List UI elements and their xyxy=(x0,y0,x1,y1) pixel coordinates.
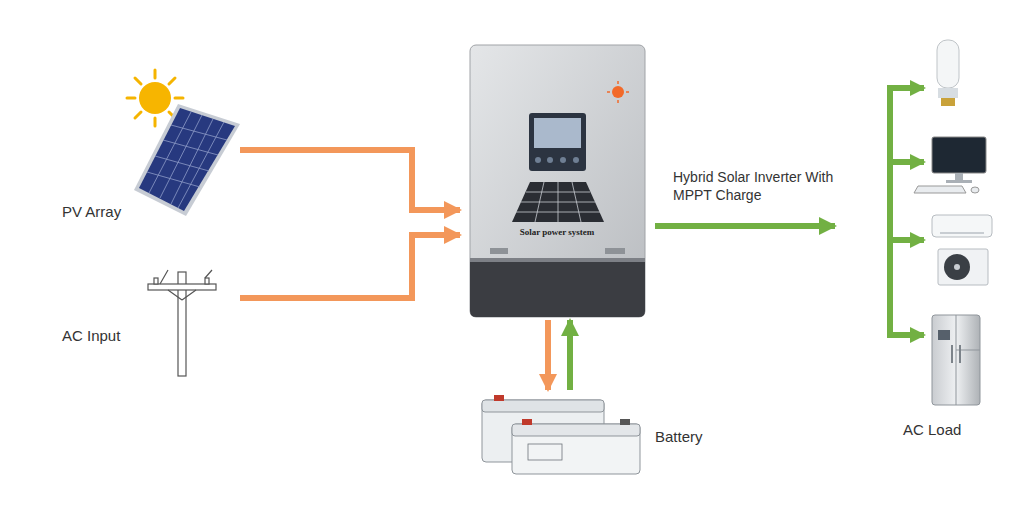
inverter-node: Solar power system xyxy=(460,45,655,320)
charge-arrow xyxy=(545,320,551,390)
node-label: AC Input xyxy=(62,327,120,345)
inverter-device xyxy=(470,45,645,317)
ac-load-node: AC Load xyxy=(835,30,1015,450)
node-label: Battery xyxy=(655,428,703,446)
pv-array-node: PV Array xyxy=(55,70,240,230)
pv-arrow xyxy=(240,150,460,210)
utility-pole xyxy=(148,270,216,376)
bulb-icon xyxy=(937,40,959,106)
solar-panel xyxy=(134,104,240,216)
edge-label: Hybrid Solar Inverter With MPPT Charge xyxy=(673,168,848,204)
node-label: PV Array xyxy=(62,203,121,221)
discharge-arrow xyxy=(567,320,573,390)
fridge-icon xyxy=(932,315,980,405)
ac-arrow xyxy=(240,235,460,298)
load-bus xyxy=(887,85,924,338)
ac-input-node: AC Input xyxy=(55,255,240,380)
battery-node: Battery xyxy=(470,390,725,475)
battery-pack xyxy=(482,395,640,474)
air-conditioner-icon xyxy=(932,215,992,285)
node-label: Solar power system xyxy=(497,227,617,237)
output-arrow xyxy=(655,223,835,229)
node-label: AC Load xyxy=(903,421,961,439)
computer-icon xyxy=(914,137,986,193)
